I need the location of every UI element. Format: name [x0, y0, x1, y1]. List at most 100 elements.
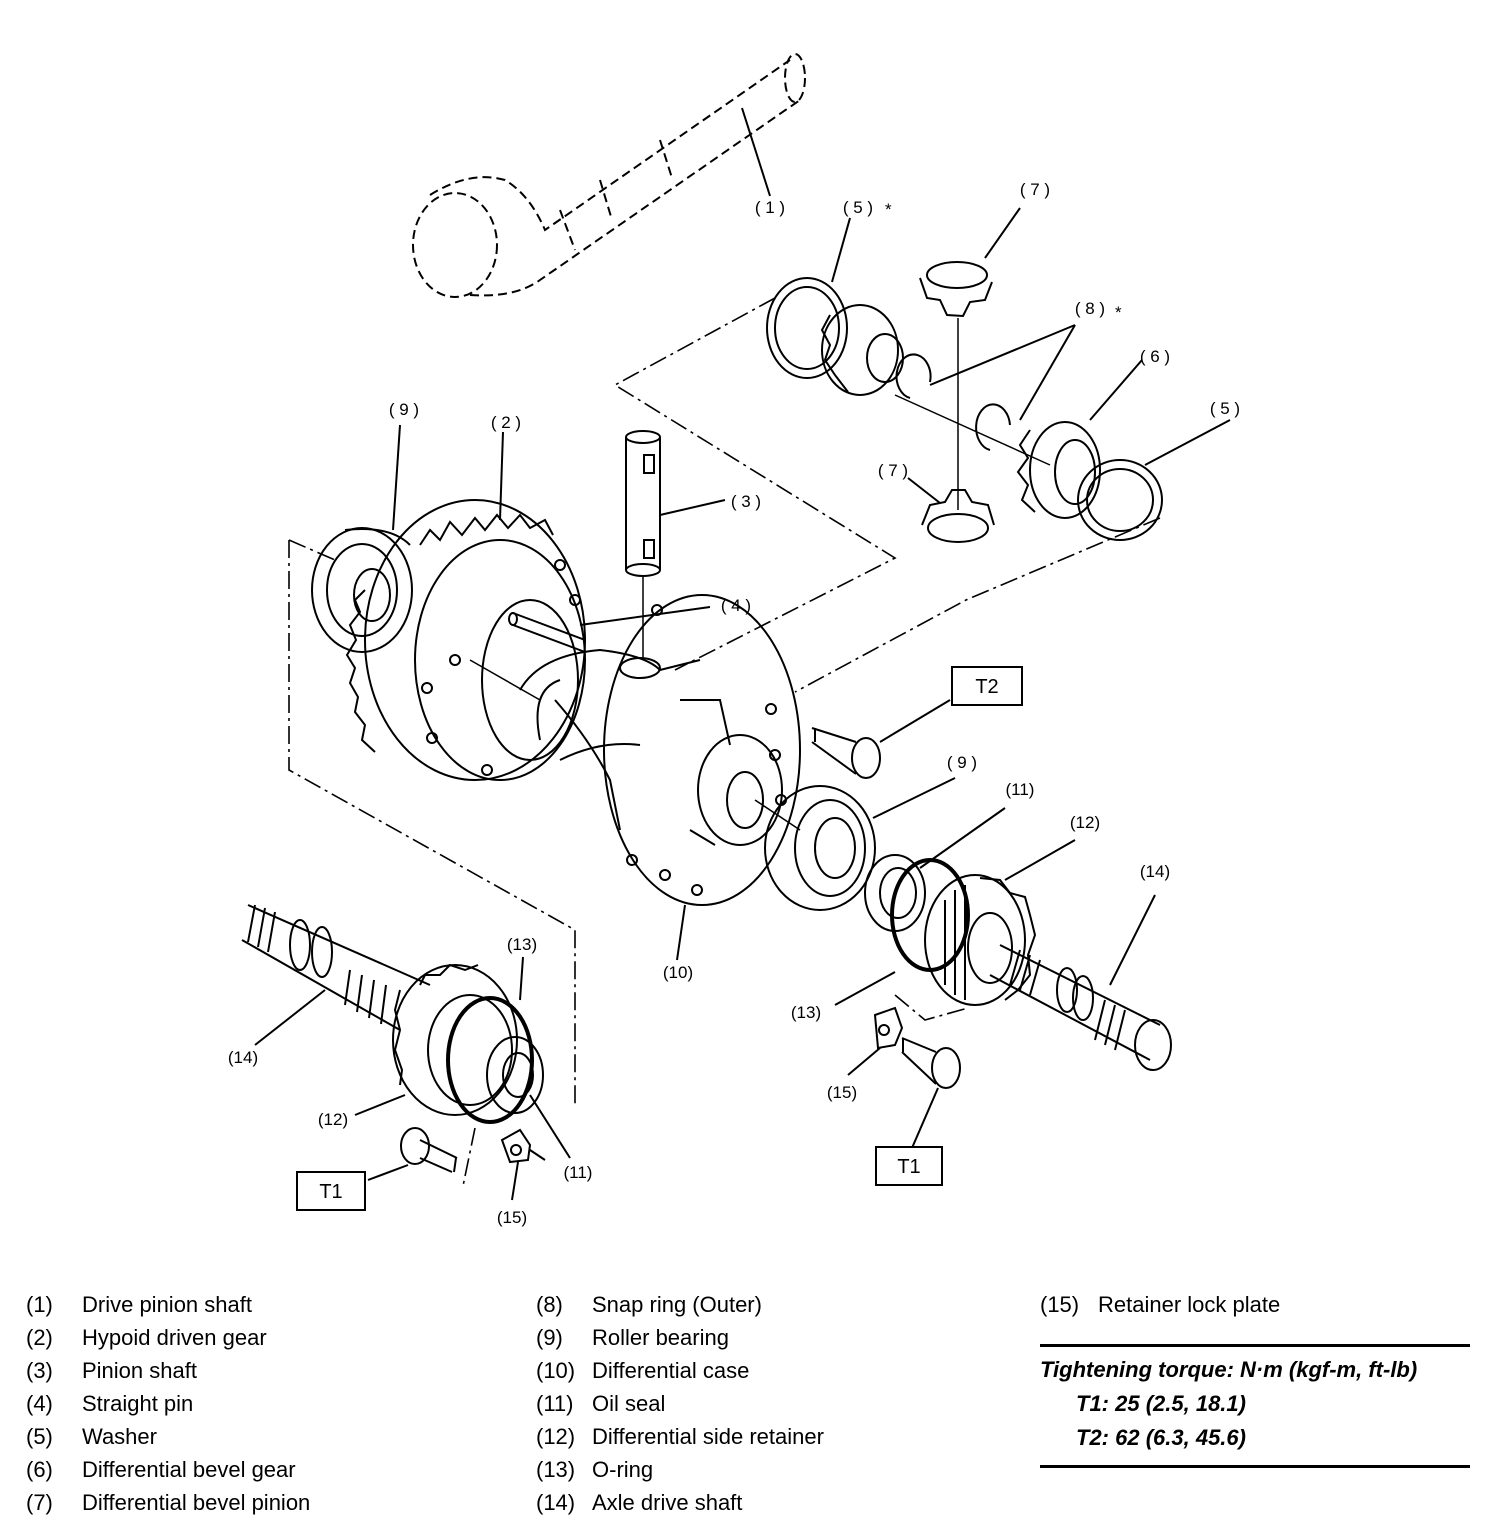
- torque-value-t1: T1: 25 (2.5, 18.1): [1076, 1391, 1246, 1416]
- callout-9-right: ( 9 ): [947, 753, 977, 772]
- torque-tag-t1-left: T1: [296, 1171, 366, 1211]
- bolt-t1-right: [901, 1037, 961, 1089]
- legend-part-name: Straight pin: [82, 1391, 194, 1416]
- leader-5a: [831, 217, 851, 283]
- callout-14-left: (14): [228, 1048, 258, 1067]
- legend-part-name: Retainer lock plate: [1098, 1292, 1281, 1317]
- retainer-lock-plate-left: [500, 1128, 532, 1164]
- legend-item: (7)Differential bevel pinion: [26, 1486, 310, 1519]
- callout-7-upper: ( 7 ): [1020, 180, 1050, 199]
- leader-7b: [907, 477, 941, 504]
- legend-number: (12): [536, 1424, 576, 1449]
- legend-item: (1)Drive pinion shaft: [26, 1288, 310, 1321]
- leader-9b: [872, 777, 956, 819]
- leader-11a: [529, 1094, 571, 1159]
- legend-item: (4) Straight pin: [26, 1387, 310, 1420]
- washer-upper: [766, 277, 848, 379]
- torque-tag-t1-right: T1: [875, 1146, 943, 1186]
- leader-15b: [847, 1047, 881, 1076]
- legend-part-name: Axle drive shaft: [592, 1490, 743, 1515]
- legend-number: (6): [26, 1457, 53, 1482]
- exploded-view-diagram: T2 T1 T1 ( 1 ) ( 2 ) ( 3 ) ( 4 ) ( 5 ) *…: [228, 53, 1240, 1227]
- callout-4: ( 4 ): [721, 596, 751, 615]
- legend-item: (12) Differential side retainer: [536, 1420, 824, 1453]
- axle-drive-shaft-right: [989, 944, 1172, 1071]
- assembly-guide-lines: [288, 297, 1161, 1187]
- washer-right: [1077, 459, 1163, 541]
- legend-number: (15): [1040, 1292, 1080, 1317]
- snap-ring-upper: [895, 353, 932, 399]
- legend-part-name: Hypoid driven gear: [82, 1325, 267, 1350]
- legend-part-name: Oil seal: [592, 1391, 666, 1416]
- leader-11b: [919, 807, 1006, 869]
- callout-5-right: ( 5 ): [1210, 399, 1240, 418]
- legend-number: (11): [536, 1391, 574, 1416]
- legend-item: (15) Retainer lock plate: [1040, 1288, 1280, 1321]
- callout-13-left: (13): [507, 935, 537, 954]
- side-retainer-left: [392, 963, 518, 1116]
- callout-11-right: (11): [1006, 780, 1035, 799]
- callout-6: ( 6 ): [1140, 347, 1170, 366]
- legend-number: (4): [26, 1391, 53, 1416]
- callout-9-left: ( 9 ): [389, 400, 419, 419]
- callout-7-lower: ( 7 ): [878, 461, 908, 480]
- differential-case: [519, 594, 801, 906]
- legend-item: (10) Differential case: [536, 1354, 824, 1387]
- legend-part-name: O-ring: [592, 1457, 654, 1482]
- leader-7a: [984, 207, 1021, 259]
- leader-t1b: [911, 1087, 939, 1149]
- legend-number: (3): [26, 1358, 53, 1383]
- legend-item: (6) Differential bevel gear: [26, 1453, 310, 1486]
- legend-part-name: Roller bearing: [592, 1325, 729, 1350]
- legend-item: (9)Roller bearing: [536, 1321, 824, 1354]
- callout-14-right: (14): [1140, 862, 1170, 881]
- legend-part-name: Differential case: [592, 1358, 750, 1383]
- callout-10: (10): [663, 963, 693, 982]
- star-mark-8: *: [1115, 303, 1122, 322]
- legend-number: (13): [536, 1457, 576, 1482]
- callout-3: ( 3 ): [731, 492, 761, 511]
- torque-tag-t2-label: T2: [975, 676, 998, 698]
- torque-title: Tightening torque: N·m (kgf-m, ft-lb): [1040, 1357, 1418, 1382]
- callout-1: ( 1 ): [755, 198, 785, 217]
- bolt-t1-left: [400, 1127, 458, 1173]
- legend-part-name: Snap ring (Outer): [592, 1292, 762, 1317]
- leader-12a: [354, 1094, 406, 1116]
- leader-15a: [511, 1161, 519, 1201]
- torque-tag-t1-left-label: T1: [319, 1181, 342, 1203]
- oil-seal-left: [486, 1036, 544, 1114]
- straight-pin: [508, 612, 586, 653]
- snap-ring-lower: [975, 403, 1011, 451]
- callout-13-right: (13): [791, 1003, 821, 1022]
- leader-4: [579, 606, 711, 626]
- leader-2: [499, 431, 504, 521]
- legend-number: (2): [26, 1325, 53, 1350]
- legend-part-name: Washer: [82, 1424, 157, 1449]
- torque-tag-t2: T2: [951, 666, 1023, 706]
- callout-5-upper: ( 5 ): [843, 198, 873, 217]
- legend-part-name: Pinion shaft: [82, 1358, 197, 1383]
- legend-item: (11) Oil seal: [536, 1387, 824, 1420]
- callout-12-left: (12): [318, 1110, 348, 1129]
- callout-15-left: (15): [497, 1208, 527, 1227]
- legend-part-name: Differential side retainer: [592, 1424, 824, 1449]
- legend-item: (13) O-ring: [536, 1453, 824, 1486]
- leader-9a: [392, 424, 401, 531]
- callout-15-right: (15): [827, 1083, 857, 1102]
- bolt-t2: [811, 727, 881, 779]
- leader-t2: [879, 699, 951, 743]
- legend-part-name: Differential bevel gear: [82, 1457, 296, 1482]
- legend-number: (5): [26, 1424, 53, 1449]
- torque-value-t2: T2: 62 (6.3, 45.6): [1076, 1425, 1246, 1450]
- legend-number: (10): [536, 1358, 576, 1383]
- tightening-torque-box: Tightening torque: N·m (kgf-m, ft-lb) T1…: [1040, 1344, 1470, 1468]
- axle-drive-shaft-left: [241, 904, 431, 1031]
- roller-bearing-left: [311, 527, 413, 653]
- legend-column-3: (15) Retainer lock plate: [1040, 1288, 1280, 1321]
- legend-part-name: Differential bevel pinion: [82, 1490, 311, 1515]
- torque-tag-t1-right-label: T1: [897, 1156, 920, 1178]
- callout-12-right: (12): [1070, 813, 1100, 832]
- leader-8b: [1019, 324, 1076, 421]
- legend-item: (3) Pinion shaft: [26, 1354, 310, 1387]
- legend-item: (8)Snap ring (Outer): [536, 1288, 824, 1321]
